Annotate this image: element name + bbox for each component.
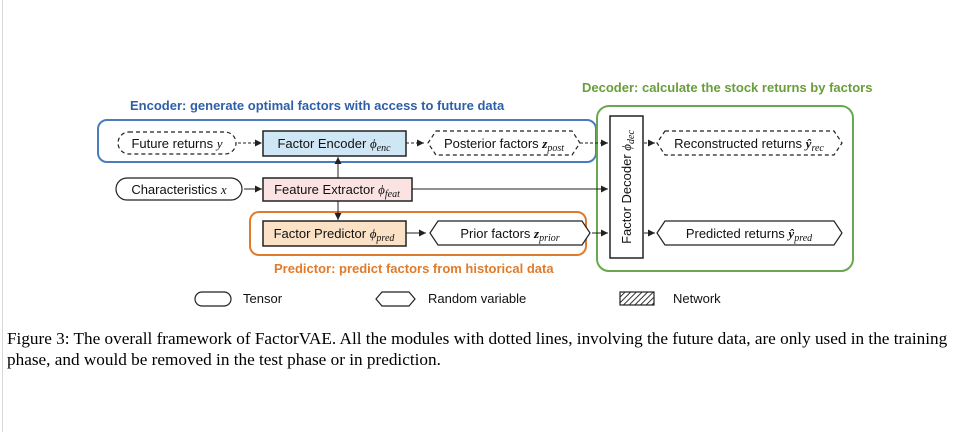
svg-text:Future returns y: Future returns y [131, 136, 222, 151]
reconstructed-returns-node: Reconstructed returns ŷrec [656, 130, 843, 156]
factor-encoder-var: ϕ [370, 136, 377, 151]
factor-predictor-label: Factor Predictor [274, 226, 370, 241]
posterior-factors-var: z [541, 136, 548, 151]
left-border-line [2, 0, 3, 432]
predicted-returns-label: Predicted returns [686, 226, 789, 241]
characteristics-var: x [220, 182, 227, 197]
decoder-section-title: Decoder: calculate the stock returns by … [582, 80, 872, 95]
predictor-section-title: Predictor: predict factors from historic… [274, 261, 554, 276]
figure-caption: Figure 3: The overall framework of Facto… [7, 328, 962, 370]
posterior-factors-sub: post [546, 143, 564, 154]
legend: Tensor Random variable Network [194, 291, 721, 307]
reconstructed-returns-var: ŷ [804, 136, 812, 151]
factor-encoder-sub: enc [377, 143, 391, 154]
prior-factors-var: z [533, 226, 540, 241]
svg-text:Predicted returns ŷpred: Predicted returns ŷpred [686, 226, 813, 244]
prior-factors-label: Prior factors [460, 226, 534, 241]
svg-text:Prior factors zprior: Prior factors zprior [460, 226, 559, 244]
factor-decoder-var: ϕ [619, 144, 634, 151]
connectors [238, 139, 655, 237]
factor-decoder-label: Factor Decoder [619, 151, 634, 244]
posterior-factors-label: Posterior factors [444, 136, 542, 151]
legend-network-label: Network [673, 291, 721, 306]
prior-factors-sub: prior [538, 233, 560, 244]
factor-decoder-sub: dec [626, 130, 637, 144]
feature-extractor-node: Feature Extractor ϕfeat [262, 177, 413, 202]
posterior-factors-node: Posterior factors zpost [427, 130, 581, 156]
future-returns-node: Future returns y [117, 131, 237, 155]
factorvae-framework-diagram: Encoder: generate optimal factors with a… [97, 80, 872, 307]
prior-factors-node: Prior factors zprior [429, 220, 591, 246]
predicted-returns-var: ŷ [786, 226, 794, 241]
factor-encoder-label: Factor Encoder [277, 136, 370, 151]
svg-text:Factor Encoder ϕenc: Factor Encoder ϕenc [277, 136, 391, 154]
factor-predictor-node: Factor Predictor ϕpred [262, 220, 407, 247]
factor-predictor-var: ϕ [370, 226, 377, 241]
feature-extractor-label: Feature Extractor [274, 182, 378, 197]
svg-text:Reconstructed returns ŷrec: Reconstructed returns ŷrec [674, 136, 824, 154]
future-returns-label: Future returns [131, 136, 216, 151]
characteristics-node: Characteristics x [115, 177, 243, 201]
future-returns-var: y [215, 136, 223, 151]
svg-text:Posterior factors zpost: Posterior factors zpost [444, 136, 564, 154]
caption-label: Figure 3: [7, 329, 70, 348]
encoder-section-title: Encoder: generate optimal factors with a… [130, 98, 505, 113]
svg-text:Feature Extractor ϕfeat: Feature Extractor ϕfeat [274, 182, 400, 200]
factor-predictor-sub: pred [375, 233, 395, 244]
legend-tensor-swatch [194, 291, 232, 307]
svg-text:Factor Decoder ϕdec: Factor Decoder ϕdec [619, 130, 637, 244]
caption-text: The overall framework of FactorVAE. All … [7, 329, 948, 369]
legend-network-swatch [619, 291, 655, 306]
reconstructed-returns-sub: rec [811, 143, 824, 154]
svg-text:Characteristics x: Characteristics x [131, 182, 227, 197]
reconstructed-returns-label: Reconstructed returns [674, 136, 806, 151]
legend-random-variable-label: Random variable [428, 291, 526, 306]
characteristics-label: Characteristics [131, 182, 221, 197]
factor-encoder-node: Factor Encoder ϕenc [262, 130, 407, 157]
feature-extractor-var: ϕ [378, 182, 385, 197]
factor-decoder-node: Factor Decoder ϕdec [609, 115, 644, 259]
predicted-returns-node: Predicted returns ŷpred [656, 220, 843, 246]
predicted-returns-sub: pred [793, 233, 813, 244]
feature-extractor-sub: feat [385, 189, 400, 200]
svg-text:Factor Predictor ϕpred: Factor Predictor ϕpred [274, 226, 396, 244]
legend-random-variable-swatch [375, 291, 416, 307]
legend-tensor-label: Tensor [243, 291, 283, 306]
